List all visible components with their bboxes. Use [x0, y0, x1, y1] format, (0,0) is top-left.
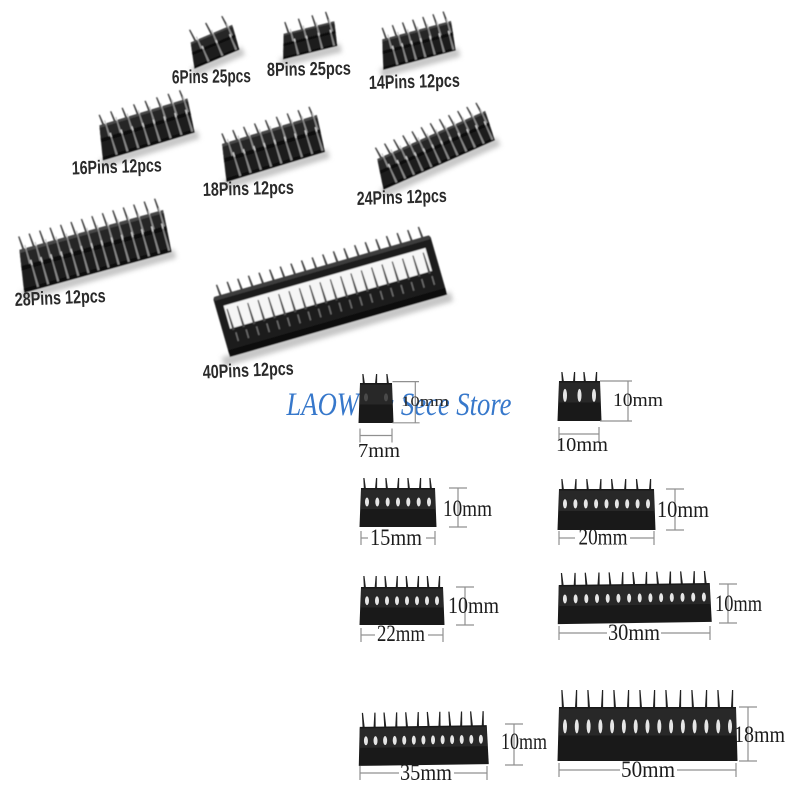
svg-text:10mm: 10mm	[657, 497, 709, 522]
svg-text:35mm: 35mm	[400, 760, 452, 785]
svg-text:40Pins 12pcs: 40Pins 12pcs	[202, 359, 294, 384]
svg-text:16Pins 12pcs: 16Pins 12pcs	[71, 155, 162, 179]
svg-text:20mm: 20mm	[579, 525, 628, 550]
svg-text:10mm: 10mm	[501, 729, 547, 754]
svg-text:18Pins 12pcs: 18Pins 12pcs	[203, 178, 295, 201]
svg-text:8Pins 25pcs: 8Pins 25pcs	[267, 59, 351, 81]
svg-text:7mm: 7mm	[358, 440, 400, 462]
svg-text:10mm: 10mm	[443, 496, 492, 521]
svg-text:18mm: 18mm	[734, 722, 785, 747]
svg-text:10mm: 10mm	[401, 394, 449, 410]
svg-text:10mm: 10mm	[715, 591, 762, 616]
svg-text:15mm: 15mm	[370, 525, 422, 550]
svg-text:10mm: 10mm	[613, 390, 663, 411]
svg-text:LAOWU's Sece Store: LAOWU's Sece Store	[286, 387, 512, 423]
svg-text:6Pins 25pcs: 6Pins 25pcs	[172, 66, 251, 88]
svg-text:24Pins 12pcs: 24Pins 12pcs	[356, 186, 447, 210]
svg-text:50mm: 50mm	[621, 757, 675, 782]
svg-text:10mm: 10mm	[448, 593, 499, 618]
svg-text:10mm: 10mm	[556, 434, 608, 456]
svg-text:14Pins 12pcs: 14Pins 12pcs	[369, 71, 461, 94]
svg-text:22mm: 22mm	[377, 621, 425, 646]
svg-text:30mm: 30mm	[608, 620, 660, 645]
svg-text:28Pins 12pcs: 28Pins 12pcs	[14, 286, 106, 311]
